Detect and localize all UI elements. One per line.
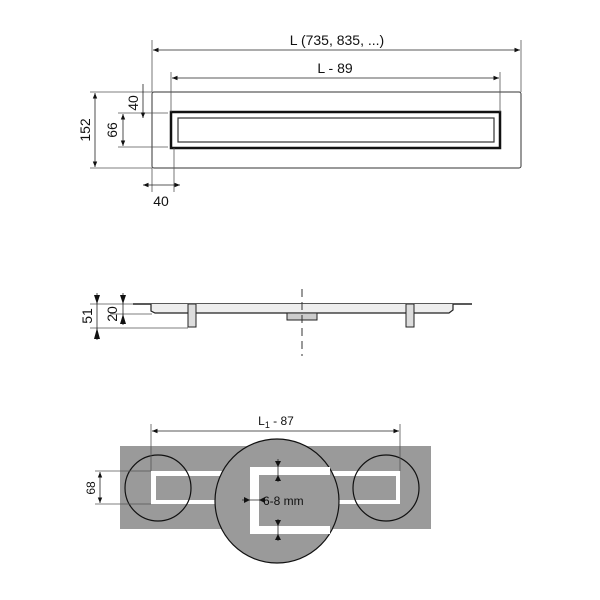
offset-left-label: 40: [153, 193, 169, 209]
top-view: L (735, 835, ...) L - 89 152 40 66 40: [77, 32, 522, 209]
gap-label: 6-8 mm: [263, 494, 304, 508]
left-foot: [187, 303, 197, 328]
right-detail-circle: [352, 454, 420, 522]
inner-length-label: L - 89: [317, 60, 352, 76]
length-label: L (735, 835, ...): [290, 32, 384, 48]
cutout-view: 6-8 mm L1 - 87 68: [84, 414, 431, 564]
height-total-label: 51: [79, 308, 95, 324]
side-view: 51 20: [79, 289, 472, 356]
drain-grate: [177, 117, 495, 143]
slot-height-label: 68: [84, 481, 98, 495]
magnified-gap: [250, 467, 330, 534]
right-foot: [405, 303, 415, 328]
cutout-length-label: L1 - 87: [258, 414, 294, 430]
left-detail-circle: [124, 454, 192, 522]
height-body-label: 20: [104, 306, 120, 322]
offset-top-label: 40: [125, 95, 141, 111]
width-label: 152: [77, 118, 93, 142]
slot-width-label: 66: [104, 122, 120, 138]
